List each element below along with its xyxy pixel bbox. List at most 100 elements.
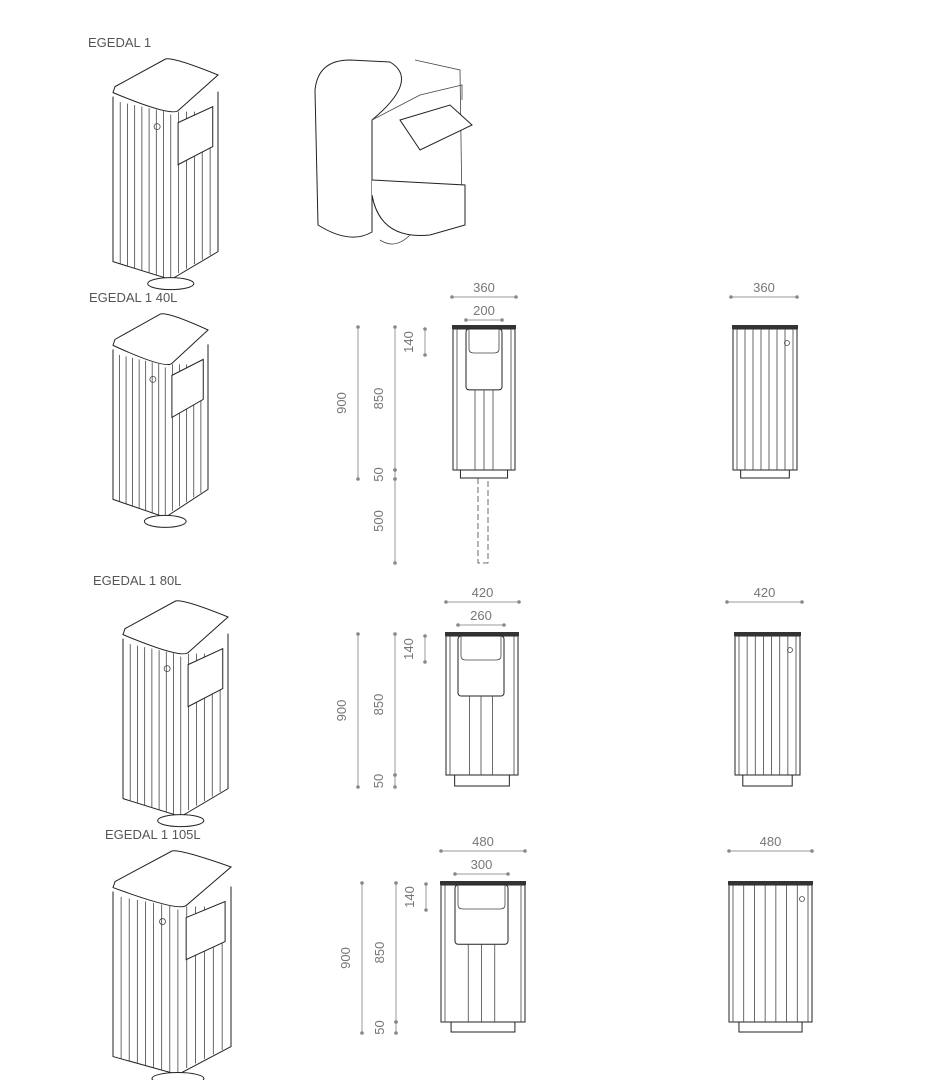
body-height-dimension: 850 bbox=[371, 632, 397, 777]
dimension-tick bbox=[394, 1020, 398, 1024]
total-height-dimension-value: 900 bbox=[338, 947, 353, 969]
bag-frame bbox=[399, 104, 473, 151]
base-height-dimension-value: 50 bbox=[371, 467, 386, 481]
width-dimension: 420 bbox=[444, 585, 521, 604]
dimension-tick bbox=[356, 785, 360, 789]
iso-open-view bbox=[314, 59, 473, 245]
post-depth-dimension-value: 500 bbox=[371, 510, 386, 532]
bin-opening bbox=[177, 105, 214, 166]
opening-flap bbox=[457, 885, 506, 910]
width-dimension: 360 bbox=[450, 280, 518, 299]
bin-opening bbox=[171, 358, 204, 419]
bin-body bbox=[728, 884, 813, 1023]
bin-opening bbox=[457, 635, 505, 697]
opening-dimension: 200 bbox=[464, 303, 504, 322]
front-view bbox=[445, 632, 519, 787]
bin-base bbox=[147, 277, 195, 291]
bin-base bbox=[157, 814, 205, 828]
width-dimension-value: 360 bbox=[473, 280, 495, 295]
side-view bbox=[734, 632, 801, 787]
dimension-tick bbox=[727, 849, 731, 853]
dimension-tick bbox=[725, 600, 729, 604]
iso-view bbox=[122, 600, 229, 828]
iso-view-egedal-1 bbox=[112, 58, 219, 291]
total-height-dimension: 900 bbox=[338, 881, 364, 1035]
bin-lid bbox=[732, 325, 798, 329]
total-height-dimension: 900 bbox=[334, 632, 360, 789]
dimension-tick bbox=[424, 908, 428, 912]
side-width-dimension: 360 bbox=[729, 280, 799, 299]
dimension-tick bbox=[795, 295, 799, 299]
opening-height-dimension-value: 140 bbox=[401, 331, 416, 353]
bin-lid bbox=[112, 58, 219, 113]
dimension-tick bbox=[356, 477, 360, 481]
bin-lid bbox=[734, 632, 801, 636]
rotate-arrow-icon bbox=[379, 234, 411, 245]
front-view bbox=[440, 881, 526, 1033]
dimension-tick bbox=[453, 872, 457, 876]
frame-line bbox=[371, 59, 463, 211]
side-width-dimension-value: 480 bbox=[760, 834, 782, 849]
dimension-tick bbox=[456, 623, 460, 627]
base-height-dimension-value: 50 bbox=[372, 1020, 387, 1034]
lock-icon bbox=[784, 340, 790, 346]
opening-height-dimension: 140 bbox=[402, 882, 428, 912]
side-width-dimension-value: 420 bbox=[754, 585, 776, 600]
dimension-tick bbox=[500, 318, 504, 322]
opening-dimension: 260 bbox=[456, 608, 506, 627]
opening-height-dimension-value: 140 bbox=[401, 638, 416, 660]
dimension-tick bbox=[393, 468, 397, 472]
opening-dimension-value: 300 bbox=[471, 857, 493, 872]
dimension-tick bbox=[444, 600, 448, 604]
bin-lid bbox=[112, 850, 232, 908]
bin-base bbox=[143, 514, 187, 528]
side-width-dimension: 420 bbox=[725, 585, 804, 604]
dimension-tick bbox=[424, 882, 428, 886]
dimension-tick bbox=[393, 325, 397, 329]
dimension-tick bbox=[506, 872, 510, 876]
bin-opening bbox=[185, 900, 226, 961]
dimension-tick bbox=[393, 773, 397, 777]
dimension-tick bbox=[450, 295, 454, 299]
bin-lid bbox=[728, 881, 813, 885]
lock-icon bbox=[787, 647, 793, 653]
opening-dimension: 300 bbox=[453, 857, 510, 876]
dimension-tick bbox=[502, 623, 506, 627]
dimension-tick bbox=[423, 327, 427, 331]
body-height-dimension-value: 850 bbox=[371, 388, 386, 410]
door-panel bbox=[371, 179, 466, 236]
base-height-dimension: 50 bbox=[372, 1020, 398, 1035]
opening-height-dimension: 140 bbox=[401, 327, 427, 357]
opening-dimension-value: 200 bbox=[473, 303, 495, 318]
lock-icon bbox=[163, 665, 171, 673]
iso-view bbox=[112, 850, 232, 1080]
bin-base bbox=[454, 774, 510, 787]
dimension-tick bbox=[439, 849, 443, 853]
side-view bbox=[732, 325, 798, 479]
dimension-tick bbox=[360, 881, 364, 885]
dimension-tick bbox=[810, 849, 814, 853]
side-view bbox=[728, 881, 813, 1033]
width-dimension-value: 480 bbox=[472, 834, 494, 849]
bin-body-open bbox=[314, 59, 403, 238]
bin-base bbox=[459, 469, 509, 479]
section-label: EGEDAL 1 80L bbox=[93, 573, 181, 588]
total-height-dimension: 900 bbox=[334, 325, 360, 481]
base-height-dimension-value: 50 bbox=[371, 774, 386, 788]
body-height-dimension-value: 850 bbox=[371, 694, 386, 716]
bin-base bbox=[151, 1072, 205, 1080]
dimension-tick bbox=[393, 785, 397, 789]
opening-height-dimension-value: 140 bbox=[402, 886, 417, 908]
dimension-tick bbox=[393, 477, 397, 481]
lock-icon bbox=[153, 123, 161, 131]
side-width-dimension: 480 bbox=[727, 834, 814, 853]
bin-base bbox=[742, 774, 793, 787]
lock-icon bbox=[149, 375, 157, 383]
bin-body bbox=[732, 328, 798, 471]
dimension-tick bbox=[423, 660, 427, 664]
dimension-tick bbox=[423, 353, 427, 357]
post-depth-dimension: 500 bbox=[371, 477, 397, 565]
bin-base bbox=[738, 1021, 803, 1033]
bin-base bbox=[450, 1021, 516, 1033]
